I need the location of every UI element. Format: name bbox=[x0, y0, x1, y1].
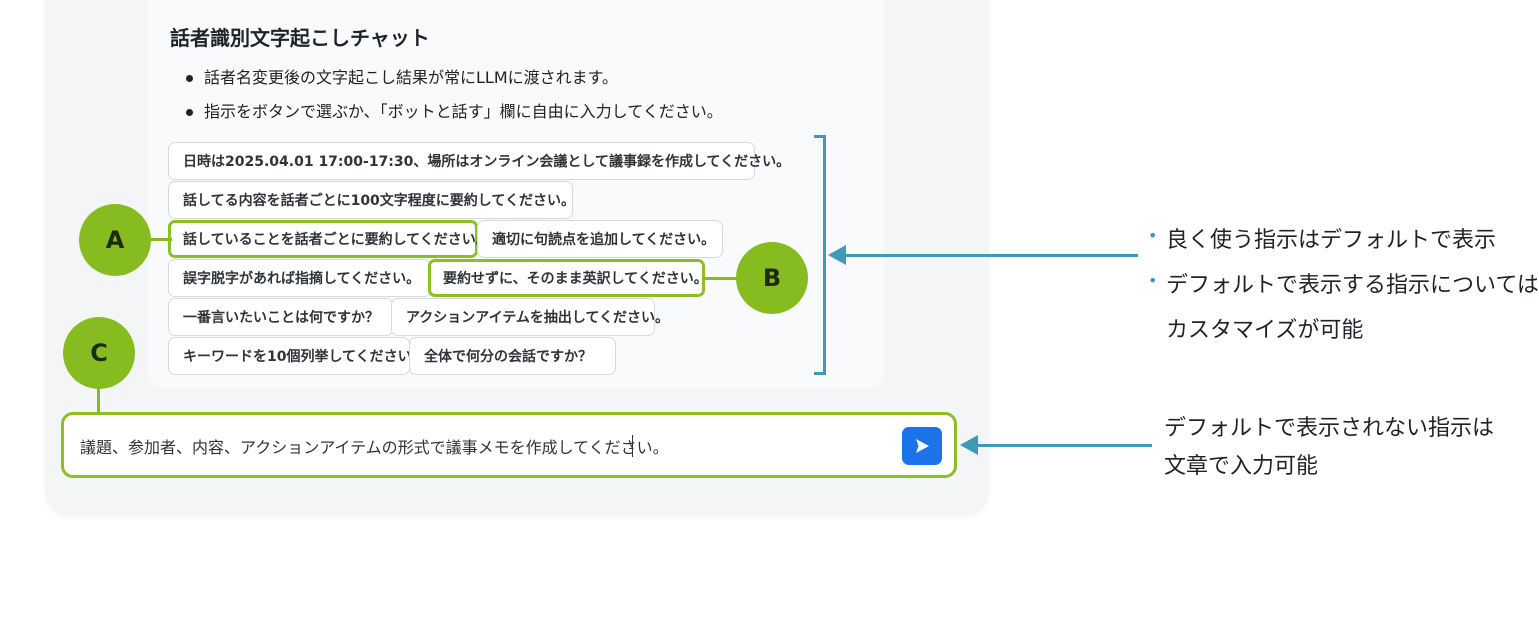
suggestion-chip-punctuation[interactable]: 適切に句読点を追加してください。 bbox=[477, 220, 723, 258]
arrow-custom-line bbox=[974, 444, 1152, 447]
send-button[interactable] bbox=[902, 427, 942, 465]
chat-input[interactable] bbox=[78, 429, 862, 463]
instruction-item: 話者名変更後の文字起こし結果が常にLLMに渡されます。 bbox=[170, 64, 723, 98]
bullet-dot-icon: • bbox=[1148, 271, 1158, 290]
card-title: 話者識別文字起こしチャット bbox=[170, 26, 430, 50]
marker-b-connector bbox=[702, 277, 740, 280]
suggestion-chip-keywords[interactable]: キーワードを10個列挙してください。 bbox=[168, 337, 426, 375]
arrow-default-line bbox=[842, 254, 1138, 257]
suggestion-chip-summary-by-speaker[interactable]: 話していることを話者ごとに要約してください。 bbox=[168, 220, 490, 258]
suggestion-chip-translate[interactable]: 要約せずに、そのまま英訳してください。 bbox=[428, 259, 708, 297]
annotation-default-line3: カスタマイズが可能 bbox=[1166, 318, 1364, 343]
suggestion-chip-summary-100[interactable]: 話してる内容を話者ごとに100文字程度に要約してください。 bbox=[168, 181, 575, 219]
suggestion-chip-main-point[interactable]: 一番言いたいことは何ですか？ bbox=[168, 298, 393, 336]
send-icon bbox=[916, 439, 929, 453]
suggestion-chip-minutes[interactable]: 日時は2025.04.01 17:00-17:30、場所はオンライン会議として議… bbox=[168, 142, 790, 180]
suggestion-chip-typo-check[interactable]: 誤字脱字があれば指摘してください。 bbox=[168, 259, 431, 297]
bullet-dot-icon: • bbox=[1148, 226, 1158, 245]
instruction-item: 指示をボタンで選ぶか、「ボットと話す」欄に自由に入力してください。 bbox=[170, 98, 723, 132]
chat-input-box bbox=[61, 412, 957, 478]
annotation-custom-line1: デフォルトで表示されない指示は bbox=[1164, 416, 1495, 441]
arrow-left-icon bbox=[828, 245, 846, 265]
marker-a: A bbox=[79, 204, 151, 276]
marker-c-connector bbox=[97, 386, 100, 414]
marker-a-connector bbox=[150, 238, 172, 241]
arrow-left-icon bbox=[960, 435, 978, 455]
marker-b: B bbox=[736, 242, 808, 314]
annotation-custom-line2: 文章で入力可能 bbox=[1164, 454, 1319, 479]
default-chips-bracket bbox=[814, 135, 826, 375]
suggestion-chip-action-items[interactable]: アクションアイテムを抽出してください。 bbox=[391, 298, 669, 336]
instruction-list: 話者名変更後の文字起こし結果が常にLLMに渡されます。 指示をボタンで選ぶか、「… bbox=[170, 64, 723, 132]
suggestion-chip-duration[interactable]: 全体で何分の会話ですか？ bbox=[409, 337, 616, 375]
annotation-default-line2: デフォルトで表示する指示については bbox=[1166, 273, 1539, 298]
text-caret bbox=[632, 435, 633, 457]
annotation-default-line1: 良く使う指示はデフォルトで表示 bbox=[1166, 228, 1497, 253]
marker-c: C bbox=[63, 317, 135, 389]
